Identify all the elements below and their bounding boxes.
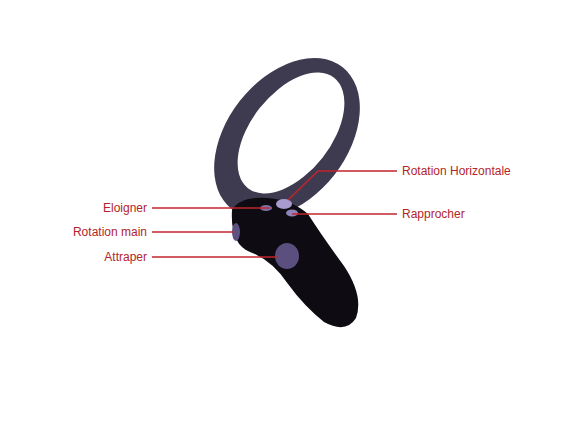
face-button [286,210,298,217]
part-label: Rotation Horizontale [402,163,511,179]
leader-lines [152,171,397,257]
grip-button [275,243,299,269]
part-label: Eloigner [103,200,147,216]
part-label: Attraper [104,249,147,265]
controller-handle [232,198,358,327]
part-label: Rapprocher [402,206,465,222]
trigger-button [232,223,240,241]
part-label: Rotation main [73,224,147,240]
thumbstick [276,199,292,209]
